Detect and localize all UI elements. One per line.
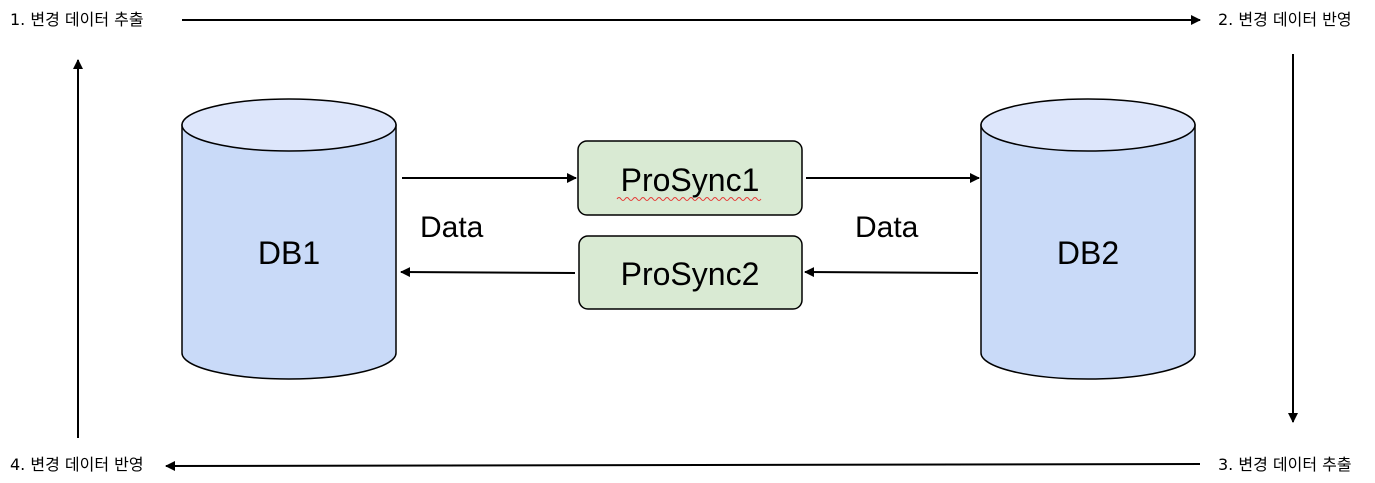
db1-label: DB1: [258, 235, 320, 271]
spellcheck-underline: [616, 197, 762, 201]
db2-cylinder: DB2: [980, 98, 1196, 380]
step-3-label: 3. 변경 데이터 추출: [1218, 455, 1352, 474]
step-3-to-4-arrow: [165, 460, 1201, 471]
step-1-label: 1. 변경 데이터 추출: [10, 10, 144, 29]
step-4-label: 4. 변경 데이터 반영: [10, 455, 144, 474]
prosync1-label: ProSync1: [621, 162, 760, 198]
db2-to-prosync2-arrow: [804, 267, 979, 278]
prosync2-box: ProSync2: [578, 235, 803, 310]
step-2-label: 2. 변경 데이터 반영: [1218, 10, 1352, 29]
db1-cylinder: DB1: [181, 98, 397, 380]
data-label-left: Data: [420, 211, 484, 244]
prosync1-box: ProSync1: [577, 140, 803, 216]
prosync2-to-db1-arrow: [400, 267, 576, 278]
data-label-right: Data: [855, 211, 919, 244]
prosync2-label: ProSync2: [621, 256, 760, 292]
db2-label: DB2: [1057, 235, 1119, 271]
